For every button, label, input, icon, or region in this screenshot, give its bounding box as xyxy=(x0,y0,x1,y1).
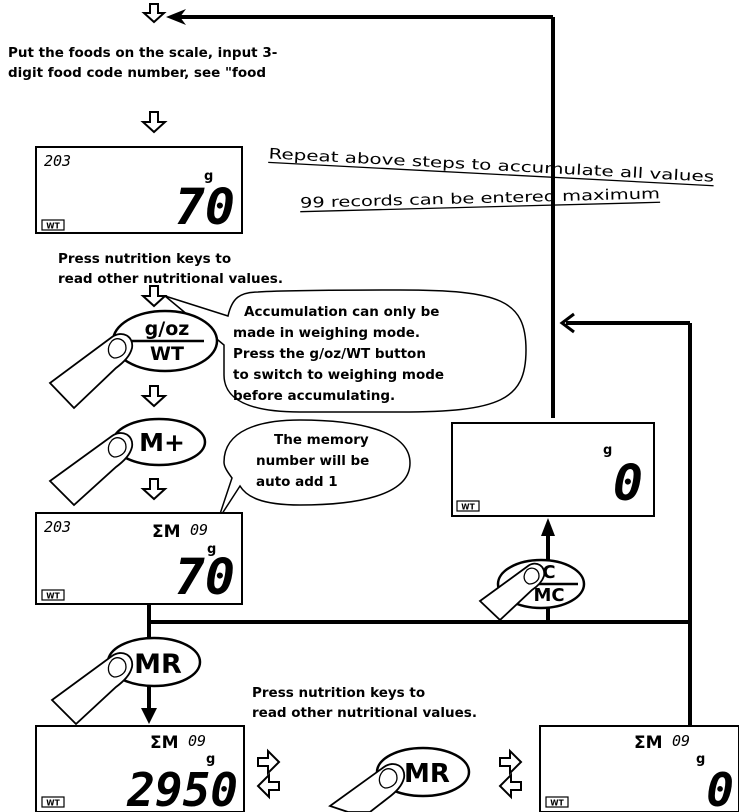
display-4-weight: 2950 xyxy=(126,763,238,812)
c-mc-button-bottom: MC xyxy=(533,585,564,606)
hollow-arrow-icon xyxy=(143,286,165,306)
finger-icon xyxy=(52,653,132,724)
mplus-button-label: M+ xyxy=(139,428,185,457)
callout-accumulation-line3: Press the g/oz/WT button xyxy=(233,346,426,362)
hollow-arrow-icon xyxy=(143,386,165,406)
display-2-memory-number: 09 xyxy=(190,521,208,539)
mr-center-button-label: MR xyxy=(404,759,450,789)
callout-memory: The memory number will be auto add 1 xyxy=(218,420,410,520)
callout-accumulation: Accumulation can only be made in weighin… xyxy=(165,290,526,412)
display-1-food-code: 203 xyxy=(44,152,71,170)
display-1-mode: WT xyxy=(46,222,60,231)
callout-accumulation-line1: Accumulation can only be xyxy=(244,304,439,320)
display-2-mode: WT xyxy=(46,592,60,601)
step1-line2: digit food code number, see "food xyxy=(8,65,266,81)
press-keys-2-line2: read other nutritional values. xyxy=(252,705,477,721)
display-5-weight: 0 xyxy=(706,763,734,812)
display-1-weight: 70 xyxy=(175,178,235,236)
display-1: 203 g 70 WT xyxy=(36,147,242,236)
finger-icon xyxy=(50,334,132,408)
repeat-note-line2: 99 records can be entered maximum xyxy=(300,186,660,211)
press-keys-2-line1: Press nutrition keys to xyxy=(252,685,425,701)
display-2-weight: 70 xyxy=(175,548,235,606)
callout-accumulation-line4: to switch to weighing mode xyxy=(233,367,444,383)
display-2-food-code: 203 xyxy=(44,518,71,536)
step1-line1: Put the foods on the scale, input 3- xyxy=(8,45,277,61)
display-3-weight: 0 xyxy=(613,454,643,512)
arrowhead-down-to-display4 xyxy=(141,708,157,724)
swap-arrows-icon xyxy=(500,751,521,797)
hollow-arrow-icon xyxy=(143,112,165,132)
goz-wt-button-bottom: WT xyxy=(150,343,184,365)
hollow-arrow-icon xyxy=(144,4,164,22)
display-3-unit: g xyxy=(603,443,612,458)
callout-memory-line3: auto add 1 xyxy=(256,474,338,490)
display-4-sigma-m: ΣM xyxy=(150,733,179,753)
display-3: g 0 WT xyxy=(452,423,654,516)
goz-wt-button-top: g/oz xyxy=(145,318,190,340)
arrowhead-up-to-display3 xyxy=(541,518,555,536)
swap-arrows-icon xyxy=(258,751,279,797)
finger-icon xyxy=(50,433,132,505)
press-keys-1-line1: Press nutrition keys to xyxy=(58,251,231,267)
hollow-arrow-icon xyxy=(143,479,165,499)
callout-memory-line1: The memory xyxy=(274,432,369,448)
mr-button-label: MR xyxy=(134,649,182,680)
press-keys-1-line2: read other nutritional values. xyxy=(58,271,283,287)
display-4-memory-number: 09 xyxy=(188,732,206,750)
feedback-loop-right xyxy=(566,323,690,750)
repeat-note: Repeat above steps to accumulate all val… xyxy=(268,146,714,211)
display-2: 203 ΣM 09 g 70 WT xyxy=(36,513,242,606)
display-5-sigma-m: ΣM xyxy=(634,733,663,753)
callout-memory-line2: number will be xyxy=(256,453,369,469)
display-5: ΣM 09 g 0 WT xyxy=(540,726,739,812)
finger-icon xyxy=(330,764,404,812)
display-2-sigma-m: ΣM xyxy=(152,522,181,542)
display-4: ΣM 09 g 2950 WT xyxy=(36,726,244,812)
display-3-mode: WT xyxy=(461,503,475,512)
display-5-mode: WT xyxy=(550,799,564,808)
display-4-mode: WT xyxy=(46,799,60,808)
callout-accumulation-line5: before accumulating. xyxy=(233,388,395,404)
display-5-unit: g xyxy=(696,752,705,767)
display-5-memory-number: 09 xyxy=(672,732,690,750)
callout-accumulation-line2: made in weighing mode. xyxy=(233,325,420,341)
